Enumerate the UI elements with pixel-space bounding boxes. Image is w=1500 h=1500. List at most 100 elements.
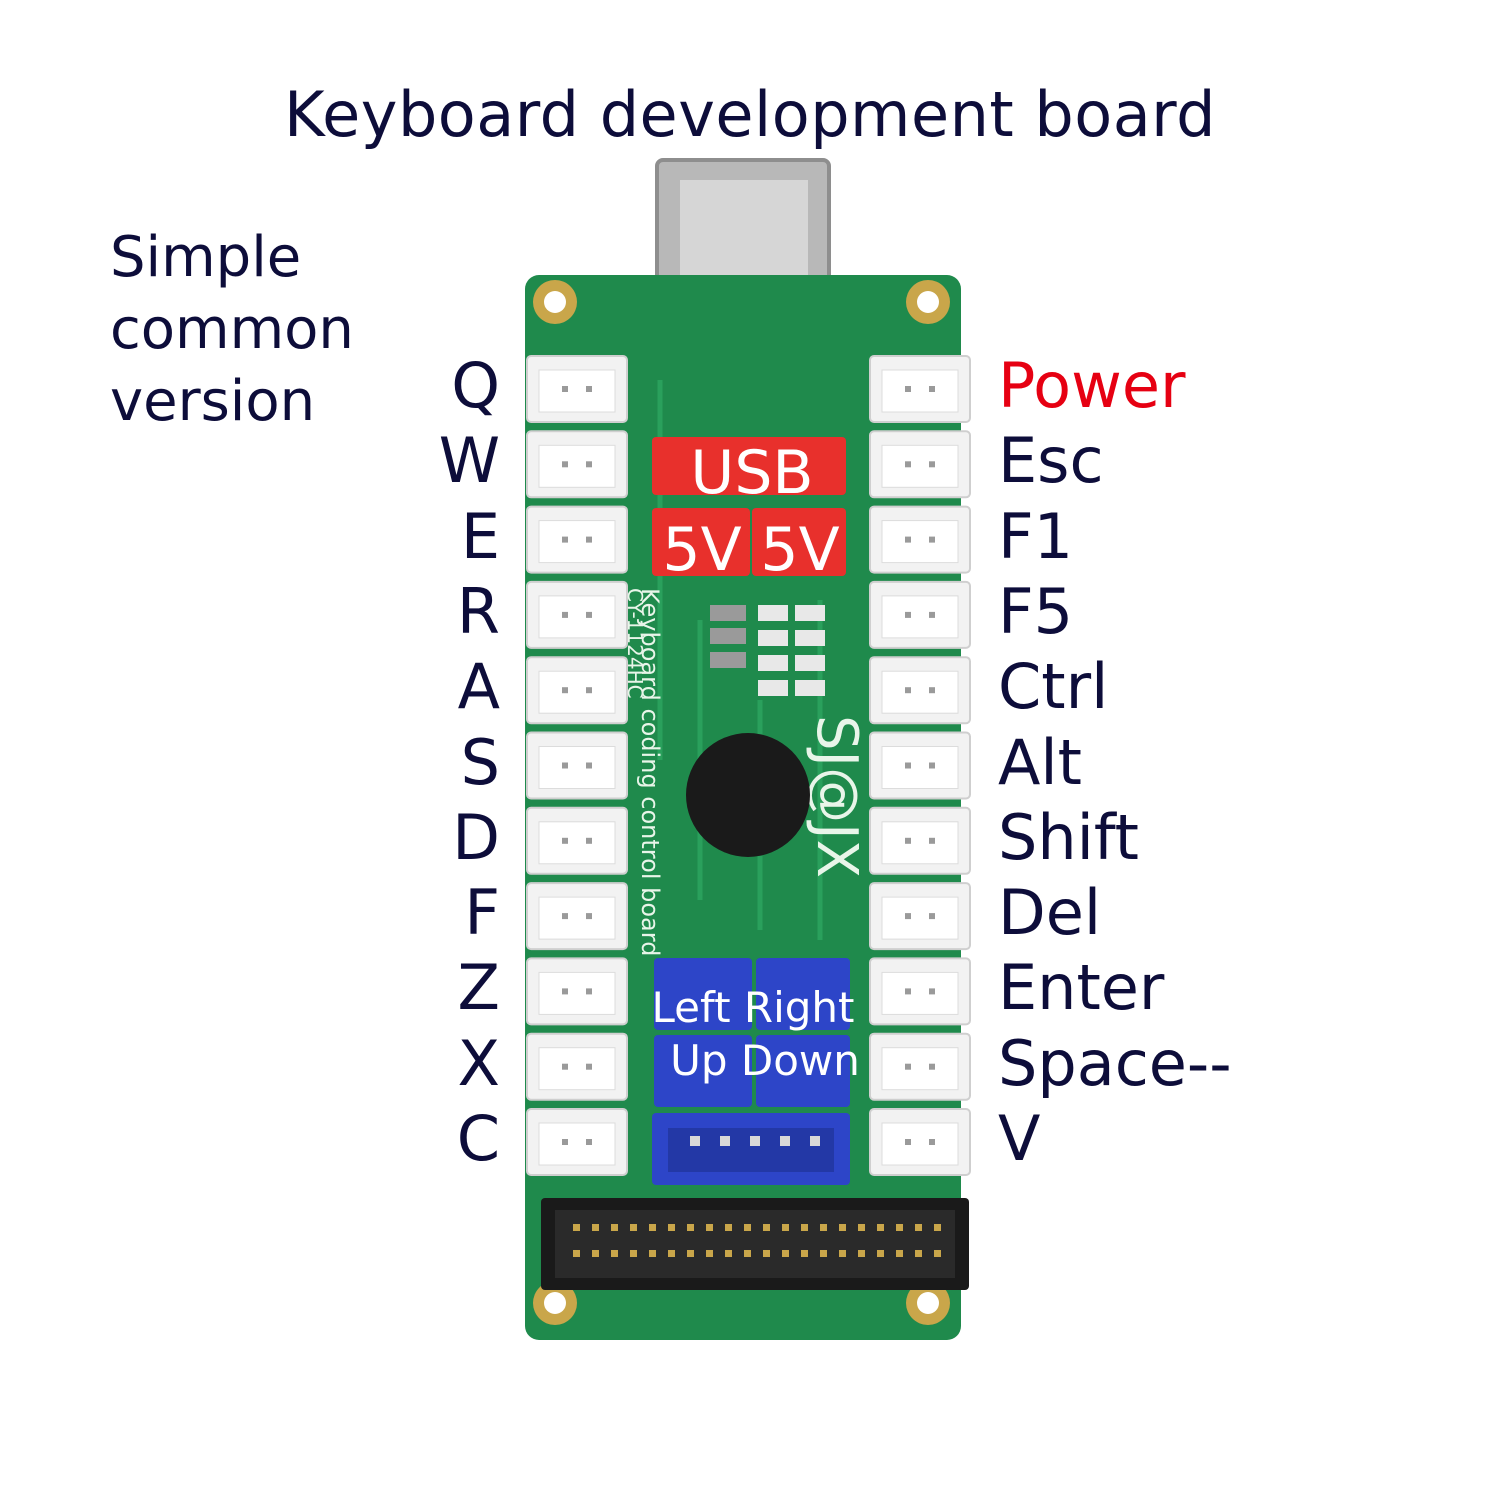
header-pin bbox=[839, 1250, 846, 1257]
header-pin bbox=[744, 1250, 751, 1257]
connector-pin bbox=[929, 762, 935, 769]
key-label-left: S bbox=[460, 725, 500, 799]
header-pin bbox=[763, 1250, 770, 1257]
key-label-right: Del bbox=[998, 876, 1102, 950]
key-label-right: Space-- bbox=[998, 1026, 1232, 1100]
connector-pin bbox=[562, 611, 568, 618]
mounting-hole-icon bbox=[533, 280, 950, 1325]
connector-pin bbox=[586, 988, 592, 995]
version-line: Simple bbox=[110, 225, 302, 290]
connector-pin bbox=[905, 762, 911, 769]
header-pin bbox=[877, 1250, 884, 1257]
jst-connector-socket bbox=[538, 971, 616, 1015]
connector-pin bbox=[905, 536, 911, 543]
jst-connector-socket bbox=[881, 896, 959, 940]
connector-pin bbox=[562, 837, 568, 844]
header-pin bbox=[801, 1224, 808, 1231]
board-model-text: CY-1124HC bbox=[623, 588, 647, 699]
header-pin bbox=[611, 1250, 618, 1257]
header-pin bbox=[573, 1250, 580, 1257]
connector-pin bbox=[586, 611, 592, 618]
connector-pin bbox=[586, 687, 592, 694]
connector-pin bbox=[586, 536, 592, 543]
connector-pin bbox=[929, 536, 935, 543]
header-pin bbox=[782, 1224, 789, 1231]
connector-pin bbox=[929, 611, 935, 618]
jst-connector-socket bbox=[538, 1047, 616, 1091]
connector-pin bbox=[929, 913, 935, 920]
key-label-left: R bbox=[456, 574, 500, 648]
version-line: common bbox=[110, 297, 354, 362]
jst-connector-socket bbox=[881, 520, 959, 564]
header-pin bbox=[630, 1250, 637, 1257]
connector-pin bbox=[586, 913, 592, 920]
key-label-right: V bbox=[998, 1102, 1041, 1175]
header-pin bbox=[725, 1224, 732, 1231]
connector-pin bbox=[905, 988, 911, 995]
key-label-left: Q bbox=[451, 349, 500, 422]
key-label-left: W bbox=[438, 424, 500, 498]
connector-pin bbox=[929, 461, 935, 468]
joystick-connector-4 bbox=[756, 1035, 850, 1107]
connector-pin bbox=[905, 1063, 911, 1070]
version-line: version bbox=[110, 369, 316, 434]
jst-connector-socket bbox=[881, 595, 959, 639]
header-pin bbox=[725, 1250, 732, 1257]
jst-connector-socket bbox=[538, 1122, 616, 1166]
header-pin bbox=[839, 1224, 846, 1231]
key-label-right: F5 bbox=[998, 574, 1074, 648]
key-label-right: Ctrl bbox=[998, 650, 1109, 724]
header-pin bbox=[687, 1224, 694, 1231]
power-connector-right bbox=[752, 508, 846, 576]
header-pin bbox=[877, 1224, 884, 1231]
connector-pin bbox=[562, 1139, 568, 1145]
header-pin bbox=[744, 1224, 751, 1231]
connector-pin bbox=[929, 386, 935, 392]
connector-pin bbox=[562, 1063, 568, 1070]
connector-pin bbox=[562, 687, 568, 694]
header-pin bbox=[915, 1224, 922, 1231]
usb-connector bbox=[652, 437, 846, 495]
jst-connector-socket bbox=[538, 444, 616, 488]
key-label-left: A bbox=[457, 650, 500, 724]
jst-connector-socket bbox=[538, 369, 616, 413]
header-pin bbox=[592, 1250, 599, 1257]
usb-connector-label: USB bbox=[690, 438, 813, 508]
key-label-left: X bbox=[457, 1026, 500, 1100]
connector-pin bbox=[586, 1063, 592, 1070]
joystick-label-line1: Left Right bbox=[652, 983, 855, 1032]
header-pin bbox=[896, 1224, 903, 1231]
connector-pin bbox=[905, 611, 911, 618]
connector-pin bbox=[562, 762, 568, 769]
connector-pin bbox=[562, 461, 568, 468]
header-pin bbox=[801, 1250, 808, 1257]
joystick-connector-1 bbox=[654, 958, 752, 1030]
header-pin bbox=[668, 1250, 675, 1257]
jst-connector-socket bbox=[538, 746, 616, 789]
header-pin bbox=[763, 1224, 770, 1231]
board-brand-text: SJ@JX bbox=[804, 715, 869, 878]
jst-connector-socket bbox=[881, 670, 959, 714]
key-label-left: F bbox=[464, 876, 500, 950]
connector-pin bbox=[929, 687, 935, 694]
header-pin bbox=[782, 1250, 789, 1257]
jst-connector-socket bbox=[881, 1047, 959, 1091]
key-label-right: F1 bbox=[998, 499, 1074, 573]
key-label-left: Z bbox=[457, 951, 500, 1025]
key-label-power: Power bbox=[998, 349, 1186, 422]
power-connector-left bbox=[652, 508, 750, 576]
header-pin bbox=[858, 1224, 865, 1231]
connector-pin bbox=[929, 988, 935, 995]
header-pin bbox=[820, 1224, 827, 1231]
key-label-right: Esc bbox=[998, 424, 1104, 498]
connector-pin bbox=[905, 461, 911, 468]
header-pin bbox=[706, 1224, 713, 1231]
header-pin bbox=[706, 1250, 713, 1257]
jst-connector-socket bbox=[881, 444, 959, 488]
jst-connector-socket bbox=[538, 520, 616, 564]
connector-pin bbox=[586, 386, 592, 392]
connector-pin bbox=[905, 386, 911, 392]
page-title: Keyboard development board bbox=[284, 78, 1216, 151]
header-pin bbox=[934, 1224, 941, 1231]
